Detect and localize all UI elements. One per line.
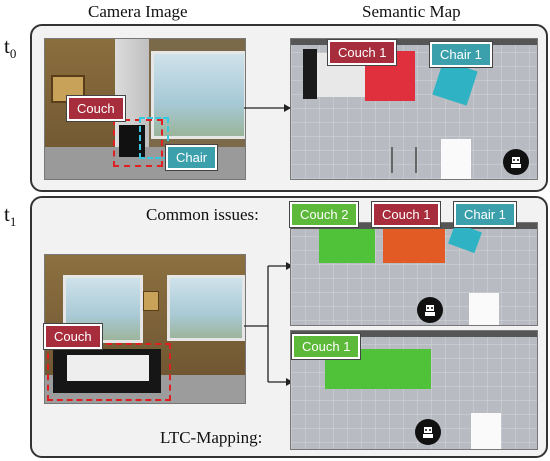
common-issues-label: Common issues: xyxy=(146,205,259,224)
t1-couch-bbox xyxy=(47,343,171,401)
t1-ltc-couch1-tag: Couch 1 xyxy=(292,334,361,359)
t1-issue-couch1-tag: Couch 1 xyxy=(372,202,441,227)
camera-image-header: Camera Image xyxy=(88,2,188,21)
t1-issue-couch2-tag: Couch 2 xyxy=(290,202,359,227)
t1-camera-couch-tag: Couch xyxy=(44,324,102,349)
t0-camera-chair-tag: Chair xyxy=(166,145,218,170)
t0-arrow-icon xyxy=(244,104,291,112)
t0-couch-bbox xyxy=(113,119,163,167)
t0-map-couch-tag: Couch 1 xyxy=(328,40,397,65)
t0-robot-icon xyxy=(503,149,529,175)
t0-map-chair-tag: Chair 1 xyxy=(430,42,492,67)
t1-issue-chair1-tag: Chair 1 xyxy=(454,202,516,227)
t1-ltc-robot-icon xyxy=(415,419,441,445)
semantic-map-header: Semantic Map xyxy=(362,2,461,21)
t0-chair-bbox xyxy=(139,117,169,159)
t1-issue-robot-icon xyxy=(417,297,443,323)
t1-label: t1 xyxy=(4,202,17,230)
t0-label: t0 xyxy=(4,34,17,62)
t1-issue-map xyxy=(290,222,538,326)
t1-split-arrow-icon xyxy=(244,262,293,386)
ltc-mapping-label: LTC-Mapping: xyxy=(160,428,263,447)
t0-camera-couch-tag: Couch xyxy=(67,96,125,121)
